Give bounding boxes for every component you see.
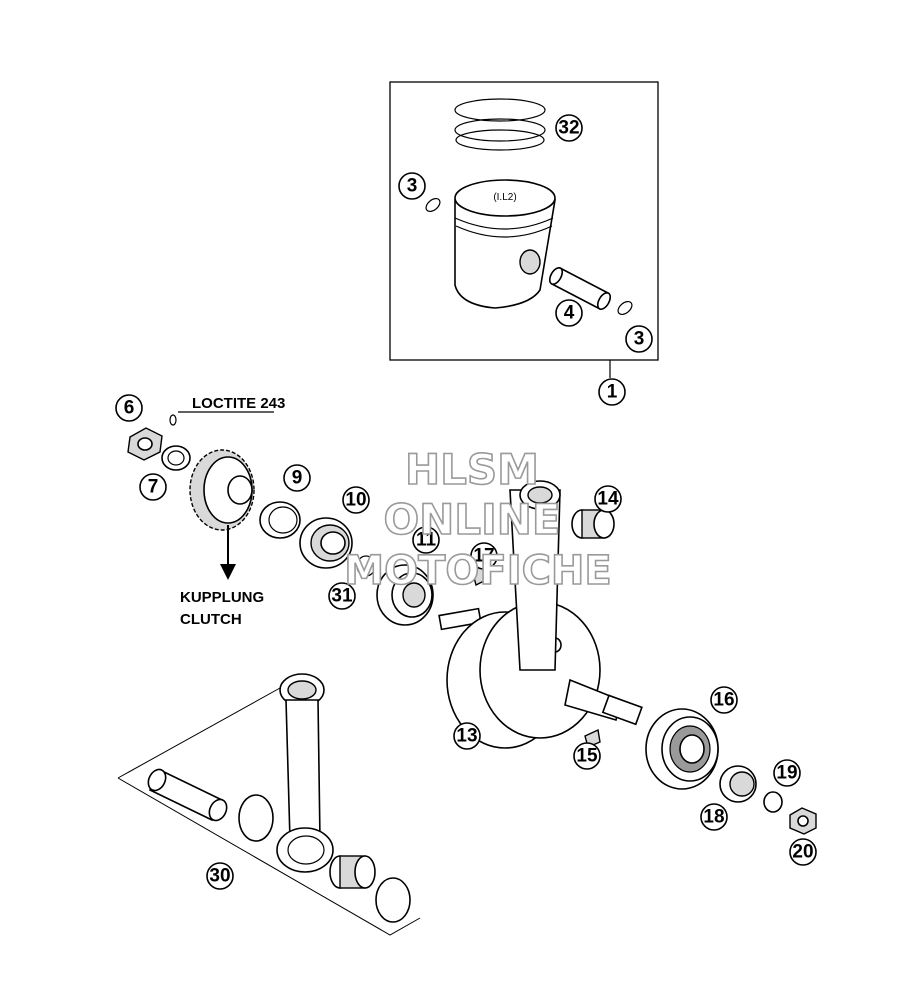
piston: (I.L2) [454,179,556,309]
callout-15: 15 [573,742,601,770]
conrod [276,673,334,873]
svg-text:16: 16 [713,690,734,711]
svg-text:17: 17 [473,546,494,567]
callout-18: 18 [700,803,728,831]
callout-11: 11 [412,526,440,554]
svg-text:6: 6 [124,398,135,419]
circlip-right [617,300,633,316]
crank-nut [127,427,163,461]
callout-7: 7 [139,473,167,501]
clutch-label-en: CLUTCH [180,611,242,628]
callout-3a: 3 [398,172,426,200]
shaft-seal-left [299,517,353,569]
needle-bearing [571,509,615,539]
svg-text:11: 11 [416,530,437,551]
svg-text:13: 13 [456,726,477,747]
piston-kit-box [389,81,659,378]
svg-text:4: 4 [564,303,575,324]
nut-right [789,807,817,835]
svg-text:3: 3 [634,329,645,350]
svg-text:10: 10 [345,490,366,511]
callout-17: 17 [470,542,498,570]
svg-text:15: 15 [576,746,598,767]
loctite-label: LOCTITE 243 [192,395,285,412]
o-ring [356,555,376,577]
primary-gear [189,449,255,531]
callout-10: 10 [342,486,370,514]
main-bearing-left [376,564,434,626]
callout-32: 32 [555,114,583,142]
lock-washer [161,445,191,471]
callout-31: 31 [328,582,356,610]
conrod-washer-lower [375,877,411,923]
callout-20: 20 [789,838,817,866]
svg-text:30: 30 [209,866,230,887]
conrod-pin [147,768,228,822]
svg-text:1: 1 [607,382,618,403]
conrod-kit-outline [117,687,421,936]
callout-6: 6 [115,394,143,422]
washer-right [763,791,783,813]
callout-9: 9 [283,464,311,492]
svg-text:18: 18 [703,807,724,828]
svg-text:3: 3 [407,176,418,197]
clutch-arrow [220,525,236,580]
circlip-left [425,197,441,213]
shaft-seal-right [719,765,757,803]
callout-16: 16 [710,686,738,714]
svg-text:9: 9 [292,468,303,489]
svg-text:(I.L2): (I.L2) [493,192,516,203]
svg-text:14: 14 [597,489,619,510]
watermark: HLSM ONLINE MOTOFICHE [343,444,612,595]
crankshaft [438,480,643,749]
svg-text:19: 19 [776,763,797,784]
callout-3b: 3 [625,325,653,353]
clutch-label-de: KUPPLUNG [180,589,264,606]
svg-text:7: 7 [148,477,159,498]
piston-pin [548,266,612,311]
main-bearing-right [645,708,719,790]
callout-1: 1 [598,378,626,406]
callout-13: 13 [453,722,481,750]
callout-14: 14 [594,485,622,513]
svg-text:HLSM: HLSM [405,445,539,494]
svg-text:31: 31 [331,586,353,607]
callout-19: 19 [773,759,801,787]
callout-30: 30 [206,862,234,890]
svg-text:ONLINE: ONLINE [383,495,560,544]
conrod-washer-upper [238,794,274,842]
svg-text:20: 20 [792,842,813,863]
loctite-drop-icon [169,414,177,426]
callout-4: 4 [555,299,583,327]
piston-rings [454,98,546,151]
svg-text:MOTOFICHE: MOTOFICHE [344,548,611,594]
svg-text:32: 32 [558,118,579,139]
spacer-ring [259,501,301,539]
conrod-needle-bearing [329,855,376,889]
